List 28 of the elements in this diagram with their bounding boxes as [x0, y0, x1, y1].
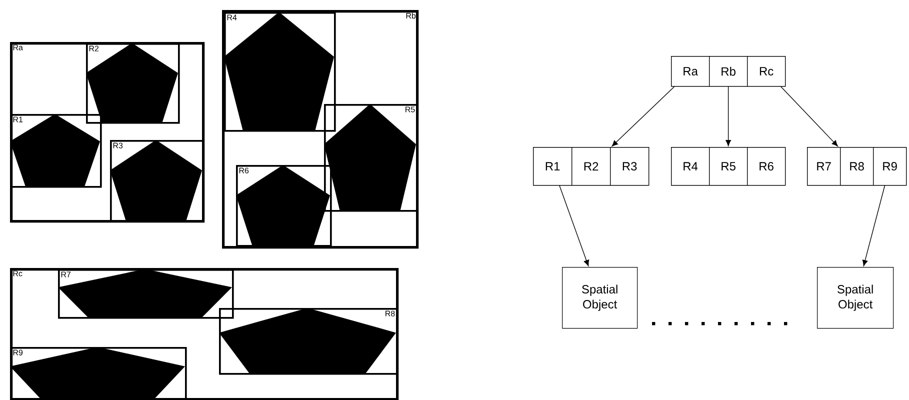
region-rectangle: R9 — [10, 347, 187, 400]
entry-cell: Rc — [747, 56, 786, 87]
entry-cell: R6 — [747, 147, 786, 186]
arrow — [559, 185, 590, 266]
region-rectangle: R4 — [224, 12, 336, 132]
entry-cell: R4 — [671, 147, 710, 186]
arrow — [862, 185, 886, 266]
entry-cell: R7 — [807, 147, 841, 186]
object-box: Spatial Object — [562, 267, 638, 329]
entry-cell: Rb — [709, 56, 748, 87]
entry-cell: R8 — [840, 147, 874, 186]
arrow — [612, 86, 675, 146]
entry-cell: R9 — [873, 147, 907, 186]
entry-cell: R5 — [709, 147, 748, 186]
entry-cell: R2 — [572, 147, 611, 186]
arrow — [780, 86, 838, 146]
entry-cell: R3 — [610, 147, 650, 186]
region-rectangle: R7 — [58, 269, 234, 319]
region-rectangle: R1 — [10, 114, 102, 188]
arrow — [726, 86, 731, 146]
entry-cell: Ra — [671, 56, 710, 87]
object-box: Spatial Object — [817, 267, 894, 329]
region-rectangle: R8 — [219, 308, 398, 375]
region-rectangle: R5 — [324, 104, 418, 212]
region-rectangle: R3 — [110, 140, 204, 222]
region-rectangle: R6 — [236, 165, 332, 247]
entry-cell: R1 — [533, 147, 572, 186]
region-rectangle: R2 — [86, 43, 180, 124]
